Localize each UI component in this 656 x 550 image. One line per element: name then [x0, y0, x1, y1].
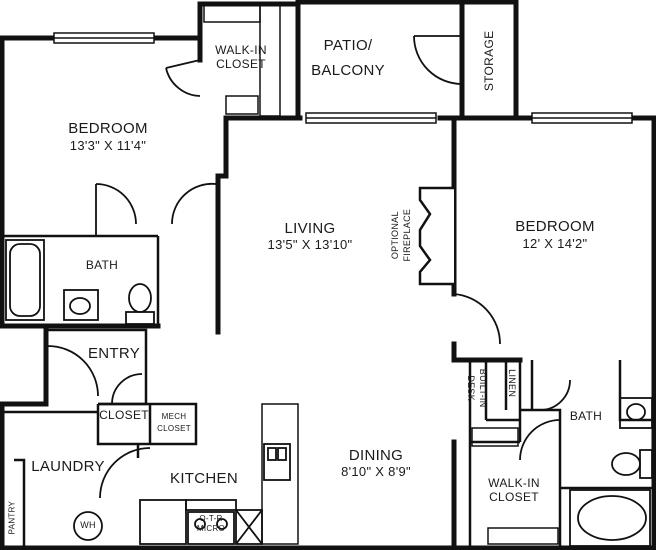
- bath-left-label: BATH: [85, 258, 119, 272]
- fireplace-label-2: FIREPLACE: [401, 208, 412, 262]
- bedroom-left-dimensions: 13'3" X 11'4": [69, 138, 147, 153]
- bath-right-label: BATH: [569, 409, 603, 423]
- walk-in-closet-top-label-1: WALK-IN: [215, 43, 267, 57]
- walk-in-closet-top-label-2: CLOSET: [216, 57, 266, 71]
- water-heater-label: WH: [80, 520, 96, 530]
- closet-label: CLOSET: [99, 408, 149, 422]
- otr-micro-label-1: O-T-R: [199, 514, 223, 523]
- bedroom-right-dimensions: 12' X 14'2": [522, 236, 588, 251]
- doors: [47, 35, 571, 499]
- dining-dimensions: 8'10" X 8'9": [341, 464, 411, 479]
- fixtures: [5, 239, 653, 547]
- interior-walls: [4, 234, 654, 548]
- mech-closet-label-1: MECH: [161, 412, 187, 421]
- closet-shelving: [203, 3, 559, 545]
- linen-label: LINEN: [507, 369, 518, 398]
- fireplace-label-1: OPTIONAL: [389, 211, 400, 260]
- living-label: LIVING: [284, 220, 336, 237]
- fireplace: [418, 186, 454, 286]
- laundry-label: LAUNDRY: [31, 458, 105, 475]
- walk-in-closet-bottom-label-1: WALK-IN: [488, 476, 540, 490]
- windows: [53, 32, 633, 124]
- storage-label: STORAGE: [482, 30, 497, 92]
- patio-label-1: PATIO/: [323, 37, 373, 54]
- pantry-label: PANTRY: [7, 500, 17, 535]
- bedroom-right-label: BEDROOM: [515, 218, 595, 235]
- kitchen-label: KITCHEN: [170, 470, 238, 487]
- living-dimensions: 13'5" X 13'10": [267, 237, 353, 252]
- walk-in-closet-bottom-label-2: CLOSET: [489, 490, 539, 504]
- dining-label: DINING: [348, 447, 404, 464]
- bedroom-left-label: BEDROOM: [68, 120, 148, 137]
- patio-label-2: BALCONY: [311, 62, 385, 79]
- desk-label-1: BUILT-IN: [478, 368, 489, 408]
- mech-closet-label-2: CLOSET: [157, 424, 191, 433]
- desk-label-2: DESK: [466, 375, 477, 402]
- otr-micro-label-2: MICRO: [196, 524, 226, 533]
- entry-label: ENTRY: [87, 345, 141, 362]
